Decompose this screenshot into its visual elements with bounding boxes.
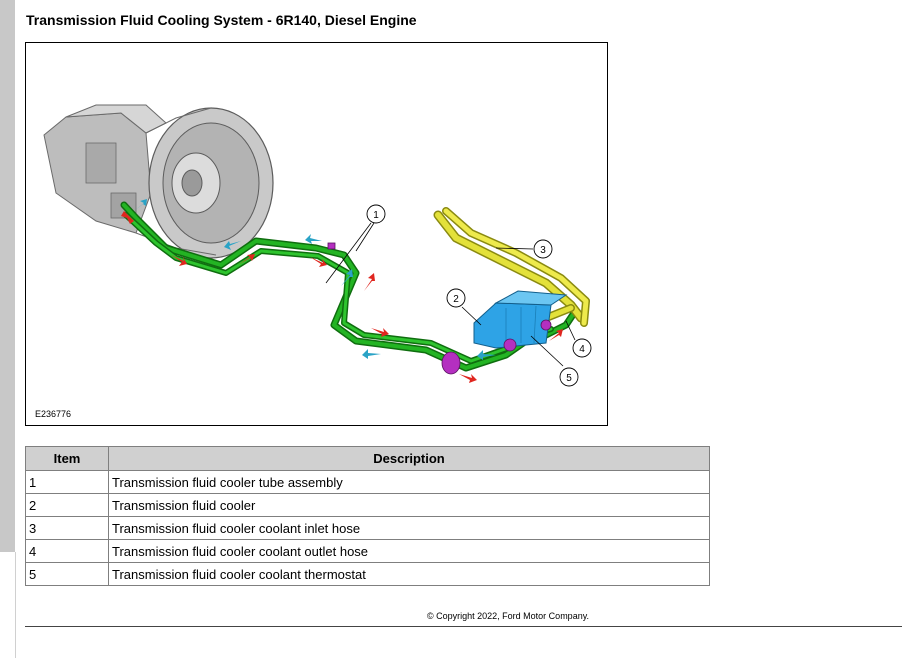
item-number: 3 — [25, 516, 109, 540]
illustration-figure: 1 2 3 4 5 E236776 — [25, 42, 608, 426]
callout-4: 4 — [572, 338, 592, 358]
callout-2: 2 — [446, 288, 466, 308]
thermostat-fittings — [327, 242, 552, 375]
svg-text:1: 1 — [373, 210, 379, 221]
footer-divider — [25, 626, 902, 627]
table-header-row: Item Description — [25, 446, 710, 471]
table-row: 4 Transmission fluid cooler coolant outl… — [25, 539, 710, 563]
table-row: 3 Transmission fluid cooler coolant inle… — [25, 516, 710, 540]
callout-leaders — [325, 222, 576, 367]
page-title: Transmission Fluid Cooling System - 6R14… — [26, 12, 417, 28]
flow-arrows — [121, 199, 563, 383]
callout-1: 1 — [366, 204, 386, 224]
item-number: 5 — [25, 562, 109, 586]
illustration-svg: 1 2 3 4 5 — [43, 104, 592, 387]
svg-text:2: 2 — [453, 294, 459, 305]
item-description-table: Item Description 1 Transmission fluid co… — [25, 446, 710, 586]
figure-id: E236776 — [35, 409, 72, 419]
table-row: 2 Transmission fluid cooler — [25, 493, 710, 517]
item-description: Transmission fluid cooler coolant inlet … — [108, 516, 710, 540]
svg-text:5: 5 — [566, 373, 572, 384]
item-number: 2 — [25, 493, 109, 517]
transmission-housing — [43, 104, 274, 259]
left-margin — [0, 552, 16, 658]
item-column-header: Item — [25, 446, 109, 471]
item-description: Transmission fluid cooler coolant thermo… — [108, 562, 710, 586]
callout-5: 5 — [559, 367, 579, 387]
table-row: 5 Transmission fluid cooler coolant ther… — [25, 562, 710, 586]
item-description: Transmission fluid cooler — [108, 493, 710, 517]
svg-text:3: 3 — [540, 245, 546, 256]
item-description: Transmission fluid cooler coolant outlet… — [108, 539, 710, 563]
item-description: Transmission fluid cooler tube assembly — [108, 470, 710, 494]
callout-3: 3 — [533, 239, 553, 259]
item-number: 4 — [25, 539, 109, 563]
description-column-header: Description — [108, 446, 710, 471]
copyright-notice: © Copyright 2022, Ford Motor Company. — [427, 611, 590, 621]
svg-text:4: 4 — [579, 344, 585, 355]
left-scrollbar[interactable] — [0, 0, 15, 552]
item-number: 1 — [25, 470, 109, 494]
table-row: 1 Transmission fluid cooler tube assembl… — [25, 470, 710, 494]
